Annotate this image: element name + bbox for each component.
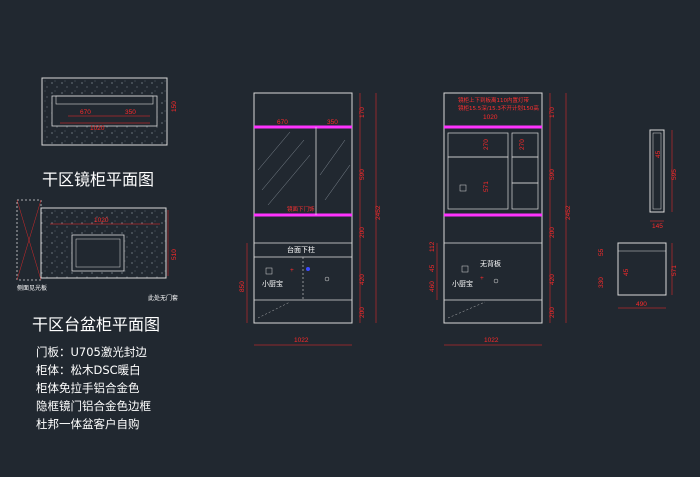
label-small-drawer-2: 小厨宝 <box>452 279 473 288</box>
plan-shelf <box>55 95 154 105</box>
side-basin-section <box>617 242 667 296</box>
interior-w: 1020 <box>483 114 498 121</box>
front-h-420: 420 <box>359 274 366 285</box>
int-h-270: 270 <box>483 139 490 150</box>
front-h-590: 590 <box>359 169 366 180</box>
label-basin-top: 台面下柱 <box>287 245 315 254</box>
side-sections: 45 595 145 45 55 330 571 490 <box>598 129 678 309</box>
title-mirror-plan: 干区镜柜平面图 <box>42 170 154 189</box>
int-h-571: 571 <box>483 181 490 192</box>
int-bottom-w: 1022 <box>484 337 499 344</box>
note-3: 柜体免拉手铝合金色 <box>36 381 140 395</box>
front-bottom-w: 1022 <box>294 337 309 344</box>
dim-basin-d: 510 <box>171 249 178 260</box>
int-h-270b: 270 <box>519 139 526 150</box>
int-h-45: 45 <box>429 264 436 272</box>
front-total-h: 2452 <box>375 205 382 220</box>
label-no-door: 此处无门套 <box>148 294 178 302</box>
mirror-note: 镜面下门饰 <box>287 205 315 213</box>
label-side-panel: 侧面见光板 <box>17 284 47 292</box>
dim-basin-w: 1020 <box>94 217 109 224</box>
dim-350: 350 <box>125 109 136 116</box>
basin-sink <box>71 234 125 272</box>
svg-text:+: + <box>480 275 484 282</box>
note-2: 柜体：松木DSC暖白 <box>36 363 141 377</box>
dim-1020: 1020 <box>90 125 105 132</box>
interior-note-2: 镜柜15.5深/15.3不开计划150高 <box>458 104 539 112</box>
front-outline <box>253 92 353 324</box>
side-w-145: 145 <box>652 223 663 230</box>
note-5: 杜邦一体盆客户自购 <box>36 417 140 431</box>
red-cross: + <box>290 267 294 274</box>
int-h-590: 590 <box>549 169 556 180</box>
side-mirror-section <box>649 129 665 213</box>
dim-670: 670 <box>80 109 91 116</box>
mirror-cabinet-plan: 670 350 1020 150 干区镜柜平面图 <box>41 77 178 189</box>
side-h-571: 571 <box>671 265 678 276</box>
side-h-595: 595 <box>671 169 678 180</box>
int-h-112: 112 <box>429 241 436 252</box>
label-small-drawer: 小厨宝 <box>262 279 283 288</box>
side-w-490: 490 <box>636 301 647 308</box>
front-h-850: 850 <box>239 281 246 292</box>
front-h-200b: 200 <box>359 307 366 318</box>
note-4: 隐框镜门铝合金色边框 <box>36 399 151 413</box>
interior-elevation: 镜柜上下到板离110内置灯带 镜柜15.5深/15.3不开计划150高 1020… <box>429 92 572 346</box>
plan-inner <box>51 95 158 127</box>
front-dim-350: 350 <box>327 119 338 126</box>
side-h-55: 55 <box>598 248 605 256</box>
interior-outline <box>443 92 543 324</box>
front-elevation: 670 350 镜面下门饰 台面下柱 小厨宝 + 170 590 200 420… <box>239 92 382 346</box>
int-h-200: 200 <box>549 227 556 238</box>
int-h-420: 420 <box>549 274 556 285</box>
side-h-45b: 45 <box>623 268 630 276</box>
int-h-170: 170 <box>549 107 556 118</box>
blue-marker <box>306 267 310 271</box>
material-notes: 门板：U705激光封边 柜体：松木DSC暖白 柜体免拉手铝合金色 隐框镜门铝合金… <box>36 345 151 431</box>
int-h-200b: 200 <box>549 307 556 318</box>
int-total-h: 2452 <box>565 205 572 220</box>
front-h-170: 170 <box>359 107 366 118</box>
mirror-hatch <box>257 131 351 206</box>
label-no-back: 无背板 <box>480 259 501 268</box>
side-h-330: 330 <box>598 277 605 288</box>
title-basin-plan: 干区台盆柜平面图 <box>32 315 160 334</box>
front-dim-670: 670 <box>277 119 288 126</box>
int-h-460: 460 <box>429 281 436 292</box>
dim-plan-depth: 150 <box>171 101 178 112</box>
interior-note-1: 镜柜上下到板离110内置灯带 <box>458 96 529 104</box>
note-1: 门板：U705激光封边 <box>36 345 147 359</box>
front-h-200: 200 <box>359 227 366 238</box>
side-h-45: 45 <box>655 150 662 158</box>
basin-cabinet-plan: 1020 510 侧面见光板 此处无门套 干区台盆柜平面图 <box>16 199 178 334</box>
